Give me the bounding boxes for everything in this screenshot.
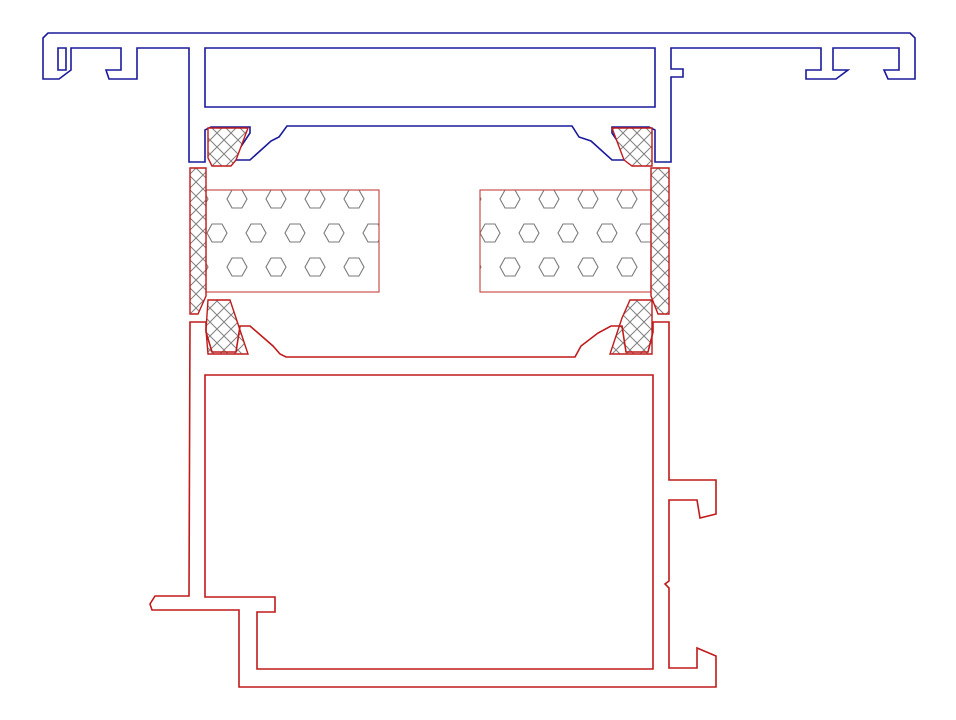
gasket-side-left xyxy=(189,167,207,315)
bottom-aluminium-profile xyxy=(149,321,717,688)
top-inner-chamber xyxy=(204,47,656,108)
gasket-lower-right xyxy=(609,299,653,355)
gasket-upper-right xyxy=(610,127,653,167)
thermal-break-strip-right xyxy=(479,189,652,293)
gasket-upper-left xyxy=(207,127,250,167)
top-aluminium-profile xyxy=(42,32,916,163)
gasket-side-right xyxy=(650,167,670,315)
thermal-break-strip-left xyxy=(205,189,380,293)
gasket-lower-left xyxy=(205,299,249,355)
bottom-inner-chamber xyxy=(204,374,654,670)
